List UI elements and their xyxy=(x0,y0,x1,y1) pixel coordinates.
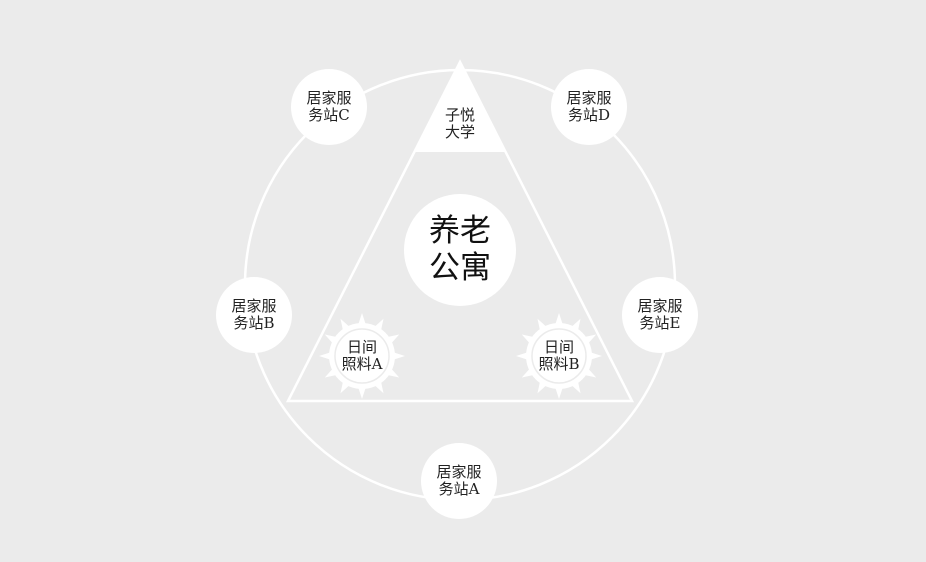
station-e-line1: 居家服 xyxy=(637,296,683,315)
day-care-b-line2: 照料B xyxy=(538,355,580,373)
center-label-line1: 养老 xyxy=(429,212,491,249)
sun-core xyxy=(329,323,395,389)
day-care-label-b: 日间 照料B xyxy=(538,337,580,374)
station-circle-e xyxy=(622,277,698,353)
day-care-a-line2: 照料A xyxy=(341,355,383,373)
station-b-line1: 居家服 xyxy=(231,296,277,315)
sun-ray xyxy=(357,313,367,327)
service-station-label-d: 居家服 务站D xyxy=(566,88,612,125)
sun-ray xyxy=(357,385,367,399)
sun-ray xyxy=(588,351,602,361)
station-b-line2: 务站B xyxy=(233,314,275,332)
sun-core xyxy=(526,323,592,389)
service-station-label-b: 居家服 务站B xyxy=(231,296,277,333)
day-care-sun-b xyxy=(516,313,602,399)
sun-ray xyxy=(554,385,564,399)
center-label: 养老 公寓 xyxy=(429,213,491,287)
day-care-label-a: 日间 照料A xyxy=(341,337,383,374)
station-circle-a xyxy=(421,443,497,519)
station-circle-c xyxy=(291,69,367,145)
sun-ray xyxy=(319,351,333,361)
university-label-line1: 子悦 xyxy=(444,105,476,124)
station-d-line1: 居家服 xyxy=(566,88,612,107)
day-care-b-line1: 日间 xyxy=(543,337,574,356)
station-c-line2: 务站C xyxy=(308,106,350,124)
station-circle-d xyxy=(551,69,627,145)
center-circle xyxy=(404,194,516,306)
triangle-apex xyxy=(415,62,505,152)
triangle-outline xyxy=(285,59,635,403)
university-label-line2: 大学 xyxy=(444,123,476,141)
sun-ray xyxy=(391,351,405,361)
service-station-label-c: 居家服 务站C xyxy=(306,88,352,125)
station-a-line2: 务站A xyxy=(438,480,480,498)
sun-ray xyxy=(554,313,564,327)
center-label-line2: 公寓 xyxy=(429,250,491,286)
station-a-line1: 居家服 xyxy=(436,462,482,481)
day-care-a-line1: 日间 xyxy=(346,337,377,356)
station-c-line1: 居家服 xyxy=(306,88,352,107)
service-station-label-a: 居家服 务站A xyxy=(436,462,482,499)
station-e-line2: 务站E xyxy=(639,314,681,332)
sun-ray xyxy=(516,351,530,361)
day-care-sun-a xyxy=(319,313,405,399)
sun-inner-ring xyxy=(531,328,587,384)
service-station-label-e: 居家服 务站E xyxy=(637,296,683,333)
station-circle-b xyxy=(216,277,292,353)
university-label: 子悦 大学 xyxy=(444,105,476,142)
station-d-line2: 务站D xyxy=(567,106,611,124)
sun-inner-ring xyxy=(334,328,390,384)
